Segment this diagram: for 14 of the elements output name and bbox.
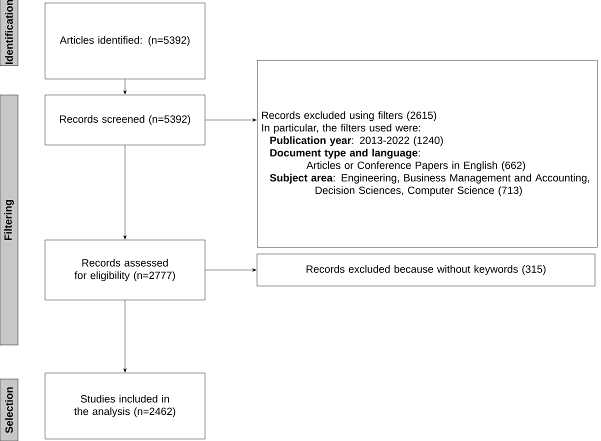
process-box: Records screened (n=5392) [44,94,206,146]
arrow [205,268,256,272]
arrow [205,118,257,122]
arrow [123,300,127,372]
stage-band: Identification [0,0,18,66]
process-box: Articles identified: (n=5392) [44,2,206,80]
process-box: Studies included in the analysis (n=2462) [44,372,206,440]
arrow [123,79,127,94]
process-box: Records assessed for eligibility (n=2777) [44,240,206,300]
exclusion-box: Records excluded using filters (2615) In particular, the filters used were: Publication year: 2013-2022 (1240) Document type and language: Articles or Conference Papers in English (662) Subject area: Engineering, Business Management and Accounting, Decision Sciences, Computer Science (713) [257,60,598,248]
stage-band: Filtering [0,94,18,346]
process-box: Records excluded because without keywords (315) [256,254,596,286]
stage-band: Selection [0,378,18,441]
arrow [123,145,127,240]
